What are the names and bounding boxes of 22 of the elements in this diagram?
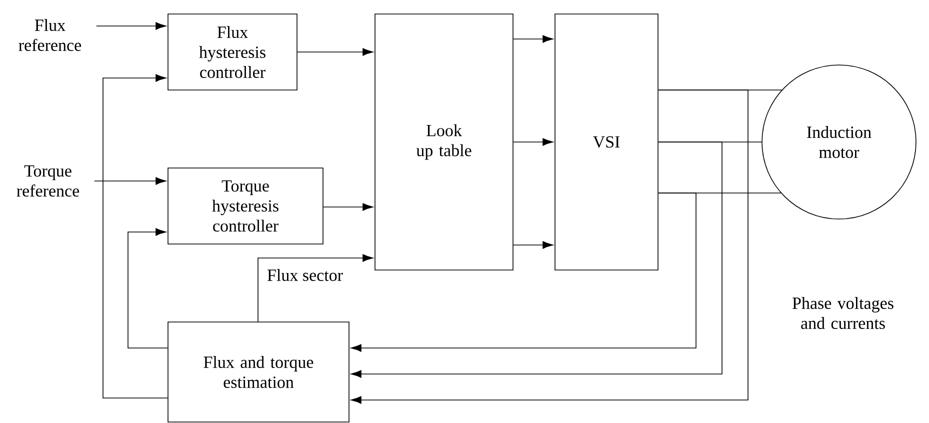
arrow [350, 142, 722, 378]
arrow [350, 192, 696, 352]
estimator-box: Flux and torque estimation [168, 322, 350, 422]
arrow [258, 254, 374, 322]
arrow [513, 138, 554, 146]
arrow [513, 241, 554, 249]
controller-box: Flux hysteresis controller [168, 14, 298, 90]
arrow [128, 228, 168, 348]
arrow [94, 177, 166, 185]
arrow [350, 90, 748, 404]
arrow [513, 35, 554, 43]
edge-label: Flux sector [266, 268, 344, 282]
controller-box: Torque hysteresis controller [168, 168, 324, 244]
arrow [96, 22, 166, 30]
input-label: Flux reference [18, 19, 82, 51]
table-box: Look up table [374, 14, 514, 270]
inverter-box: VSI [554, 14, 658, 270]
arrow [323, 203, 374, 211]
arrow [102, 74, 168, 398]
arrow [297, 48, 374, 56]
annotation-label: Phase voltages and currents [792, 297, 894, 329]
input-label: Torque reference [16, 165, 80, 197]
